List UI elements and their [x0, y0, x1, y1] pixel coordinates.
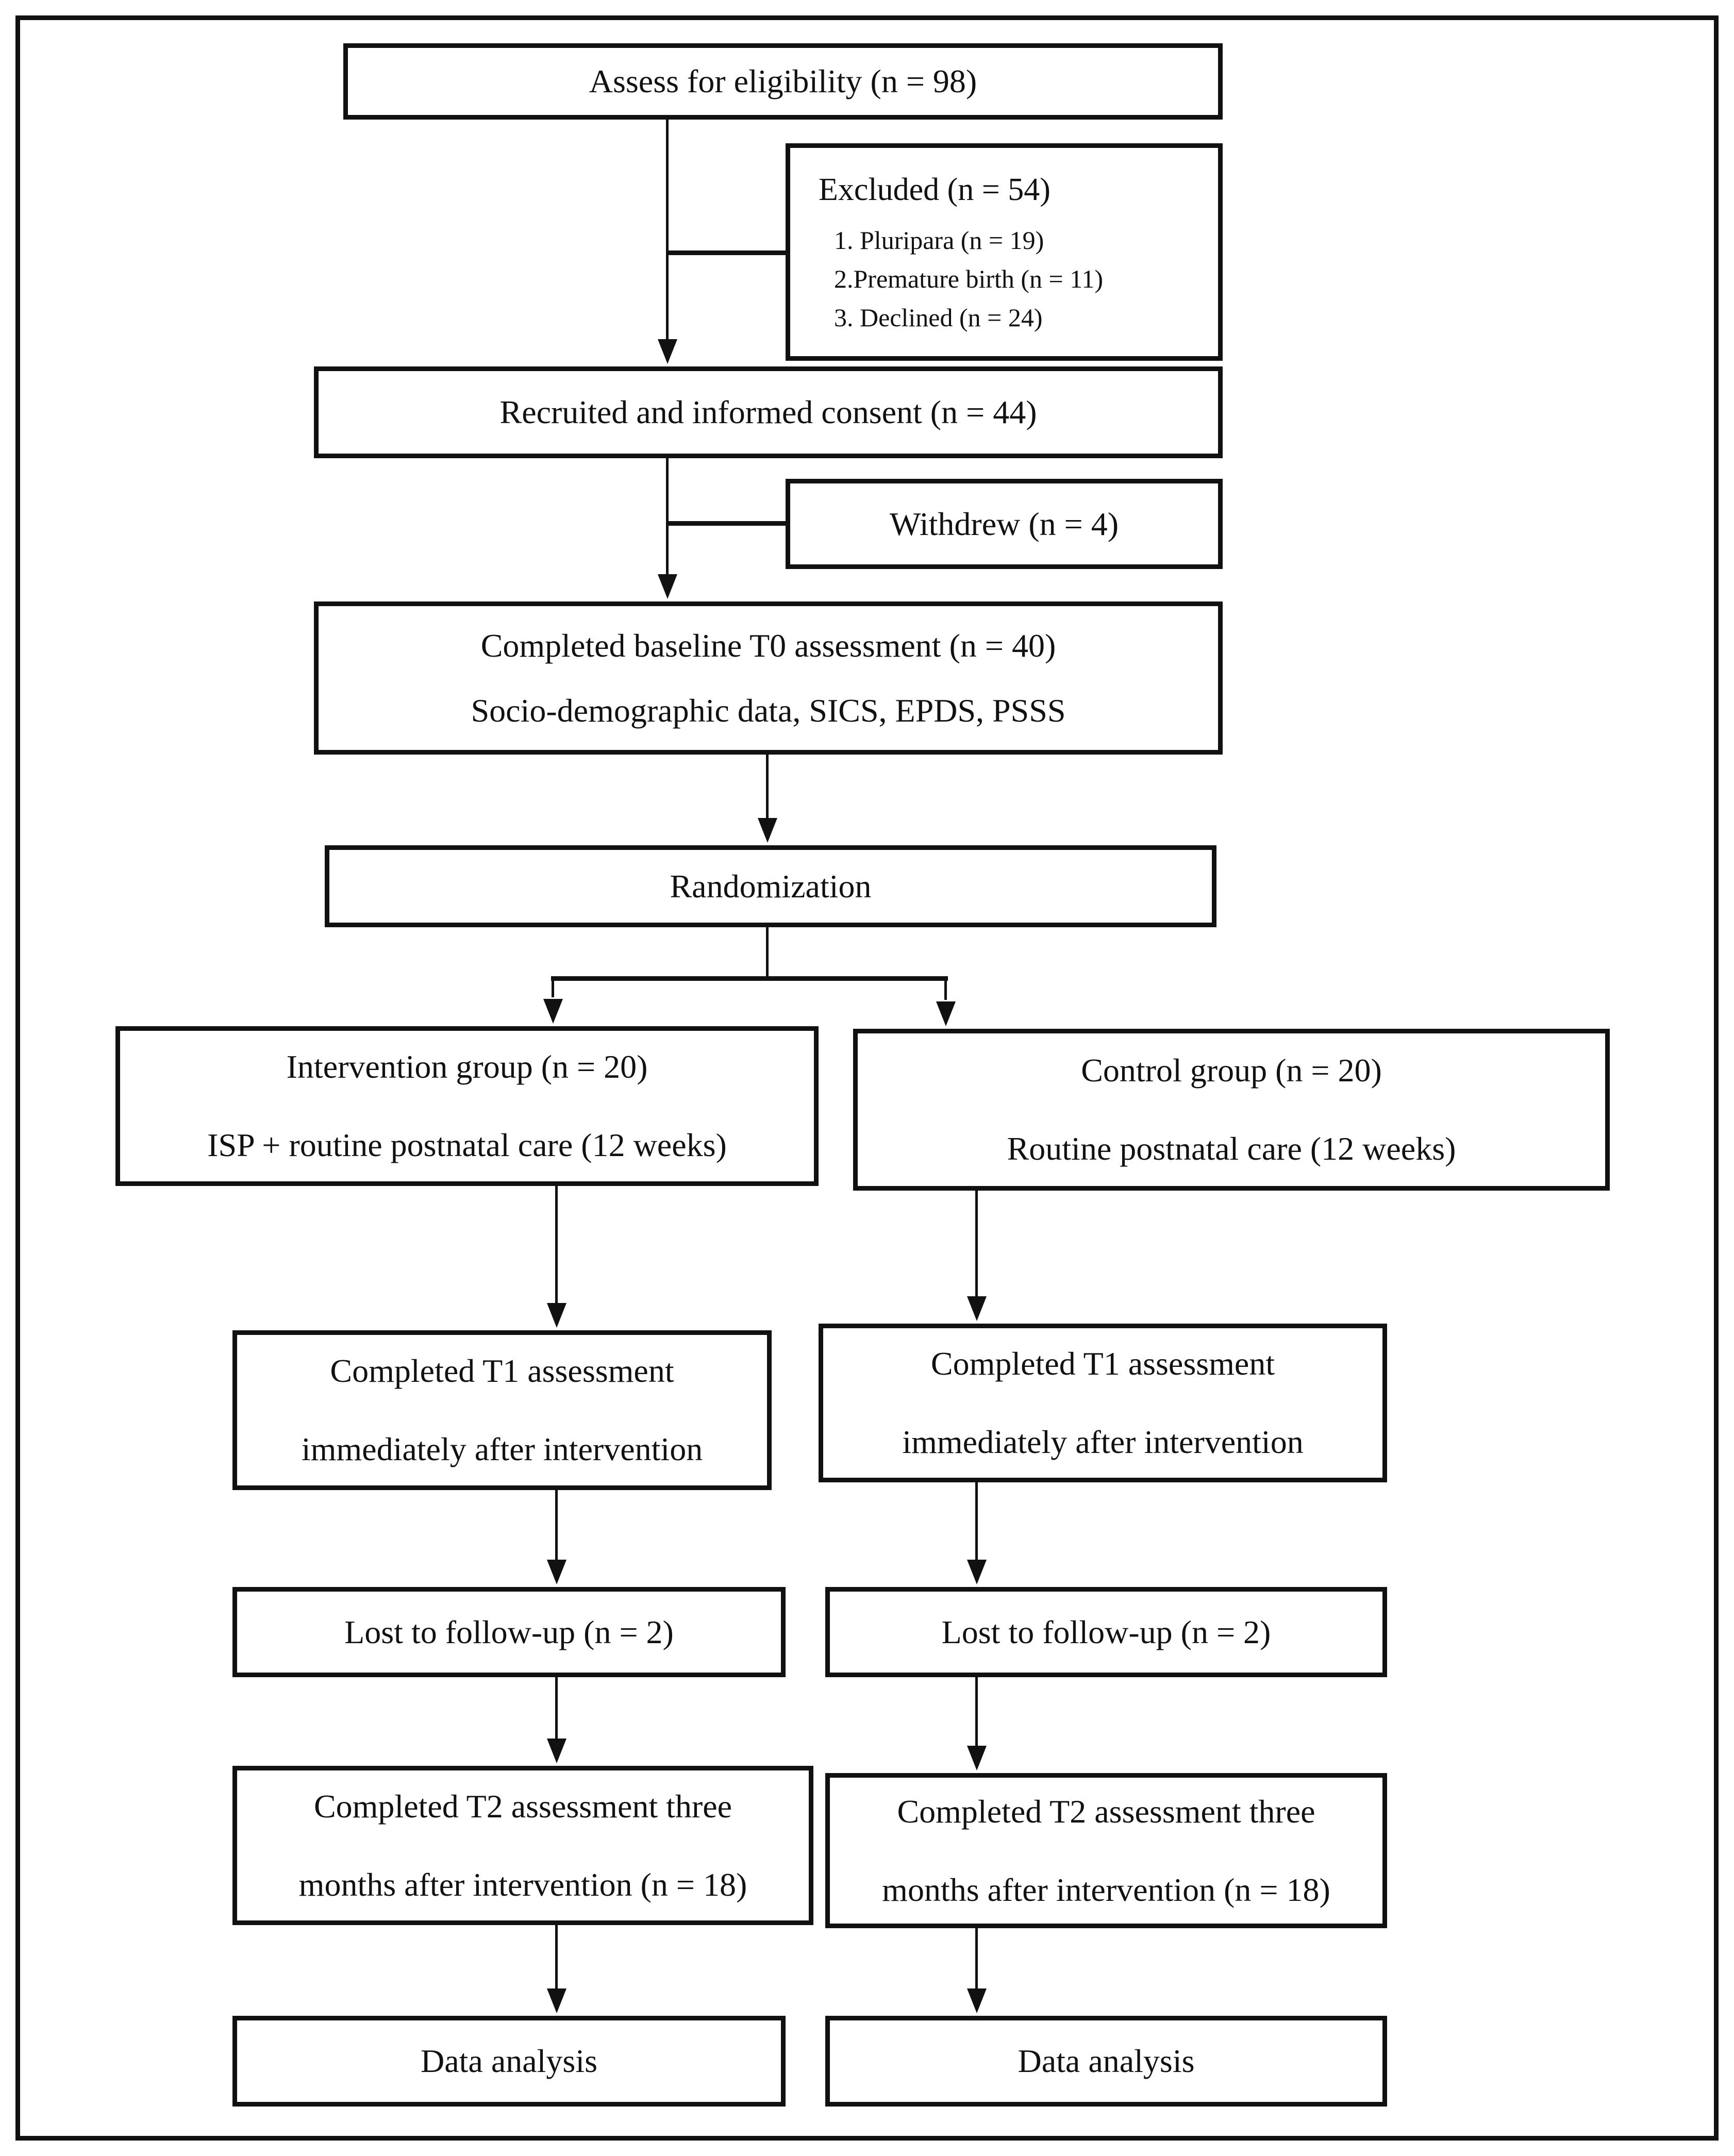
arrowhead-down-icon: [543, 999, 563, 1024]
node-t2-control-line1: Completed T2 assessment three: [897, 1793, 1315, 1830]
arrowhead-down-icon: [967, 1296, 987, 1321]
node-recruited-label: Recruited and informed consent (n = 44): [499, 394, 1037, 431]
arrowhead-down-icon: [967, 1746, 987, 1770]
arrowhead-down-icon: [936, 1001, 956, 1026]
arrowhead-down-icon: [967, 1988, 987, 2013]
arrowhead-down-icon: [658, 339, 677, 364]
node-control-group-line2: Routine postnatal care (12 weeks): [1007, 1130, 1456, 1167]
node-t1-intervention-line2: immediately after intervention: [301, 1431, 703, 1467]
arrowhead-down-icon: [547, 1560, 566, 1584]
connector-to-excluded: [668, 250, 786, 255]
node-randomization-label: Randomization: [670, 867, 872, 905]
split-bar-line: [551, 976, 948, 981]
connector-to-withdrew: [668, 521, 786, 526]
node-t1-intervention-line1: Completed T1 assessment: [330, 1352, 674, 1390]
node-control-group: Control group (n = 20) Routine postnatal…: [853, 1029, 1610, 1191]
node-intervention-group-line1: Intervention group (n = 20): [286, 1048, 648, 1085]
node-t2-intervention: Completed T2 assessment three months aft…: [232, 1766, 813, 1925]
node-lost-intervention-label: Lost to follow-up (n = 2): [344, 1613, 674, 1650]
node-t1-intervention: Completed T1 assessment immediately afte…: [232, 1330, 772, 1490]
node-control-group-line1: Control group (n = 20): [1081, 1052, 1382, 1089]
node-excluded: Excluded (n = 54) 1. Pluripara (n = 19) …: [786, 143, 1223, 361]
node-excluded-item-pluripara: 1. Pluripara (n = 19): [834, 225, 1044, 255]
node-lost-control-label: Lost to follow-up (n = 2): [941, 1613, 1271, 1650]
arrowhead-down-icon: [547, 1739, 566, 1763]
node-assess-eligibility: Assess for eligibility (n = 98): [343, 43, 1223, 120]
node-recruited: Recruited and informed consent (n = 44): [314, 366, 1223, 458]
arrowhead-down-icon: [758, 818, 777, 843]
node-withdrew-label: Withdrew (n = 4): [889, 505, 1119, 542]
split-stem-line: [766, 927, 769, 981]
node-intervention-group: Intervention group (n = 20) ISP + routin…: [115, 1026, 819, 1186]
node-lost-control: Lost to follow-up (n = 2): [825, 1587, 1387, 1677]
node-baseline-t0-line2: Socio-demographic data, SICS, EPDS, PSSS: [471, 692, 1066, 729]
node-t2-intervention-line1: Completed T2 assessment three: [313, 1787, 732, 1825]
arrowhead-down-icon: [547, 1303, 566, 1328]
node-data-analysis-control: Data analysis: [825, 2016, 1387, 2107]
node-t2-control: Completed T2 assessment three months aft…: [825, 1773, 1387, 1928]
node-withdrew: Withdrew (n = 4): [786, 479, 1223, 569]
node-t1-control-line2: immediately after intervention: [902, 1424, 1304, 1460]
node-baseline-t0: Completed baseline T0 assessment (n = 40…: [314, 601, 1223, 755]
node-excluded-item-premature-birth: 2.Premature birth (n = 11): [834, 264, 1104, 293]
node-excluded-title: Excluded (n = 54): [819, 172, 1051, 208]
arrowhead-down-icon: [547, 1988, 566, 2013]
node-excluded-item-declined: 3. Declined (n = 24): [834, 303, 1043, 332]
arrowhead-down-icon: [658, 574, 677, 599]
node-data-analysis-intervention: Data analysis: [232, 2016, 786, 2107]
node-t2-intervention-line2: months after intervention (n = 18): [298, 1866, 747, 1903]
node-t1-control: Completed T1 assessment immediately afte…: [819, 1324, 1387, 1482]
node-data-analysis-control-label: Data analysis: [1018, 2043, 1195, 2080]
node-t2-control-line2: months after intervention (n = 18): [882, 1871, 1330, 1908]
node-assess-eligibility-label: Assess for eligibility (n = 98): [589, 63, 977, 100]
arrowhead-down-icon: [967, 1560, 987, 1584]
node-randomization: Randomization: [325, 845, 1216, 927]
node-lost-intervention: Lost to follow-up (n = 2): [232, 1587, 786, 1677]
node-t1-control-line1: Completed T1 assessment: [930, 1345, 1275, 1382]
node-data-analysis-intervention-label: Data analysis: [421, 2043, 597, 2080]
node-intervention-group-line2: ISP + routine postnatal care (12 weeks): [207, 1127, 727, 1163]
node-baseline-t0-line1: Completed baseline T0 assessment (n = 40…: [480, 627, 1056, 664]
